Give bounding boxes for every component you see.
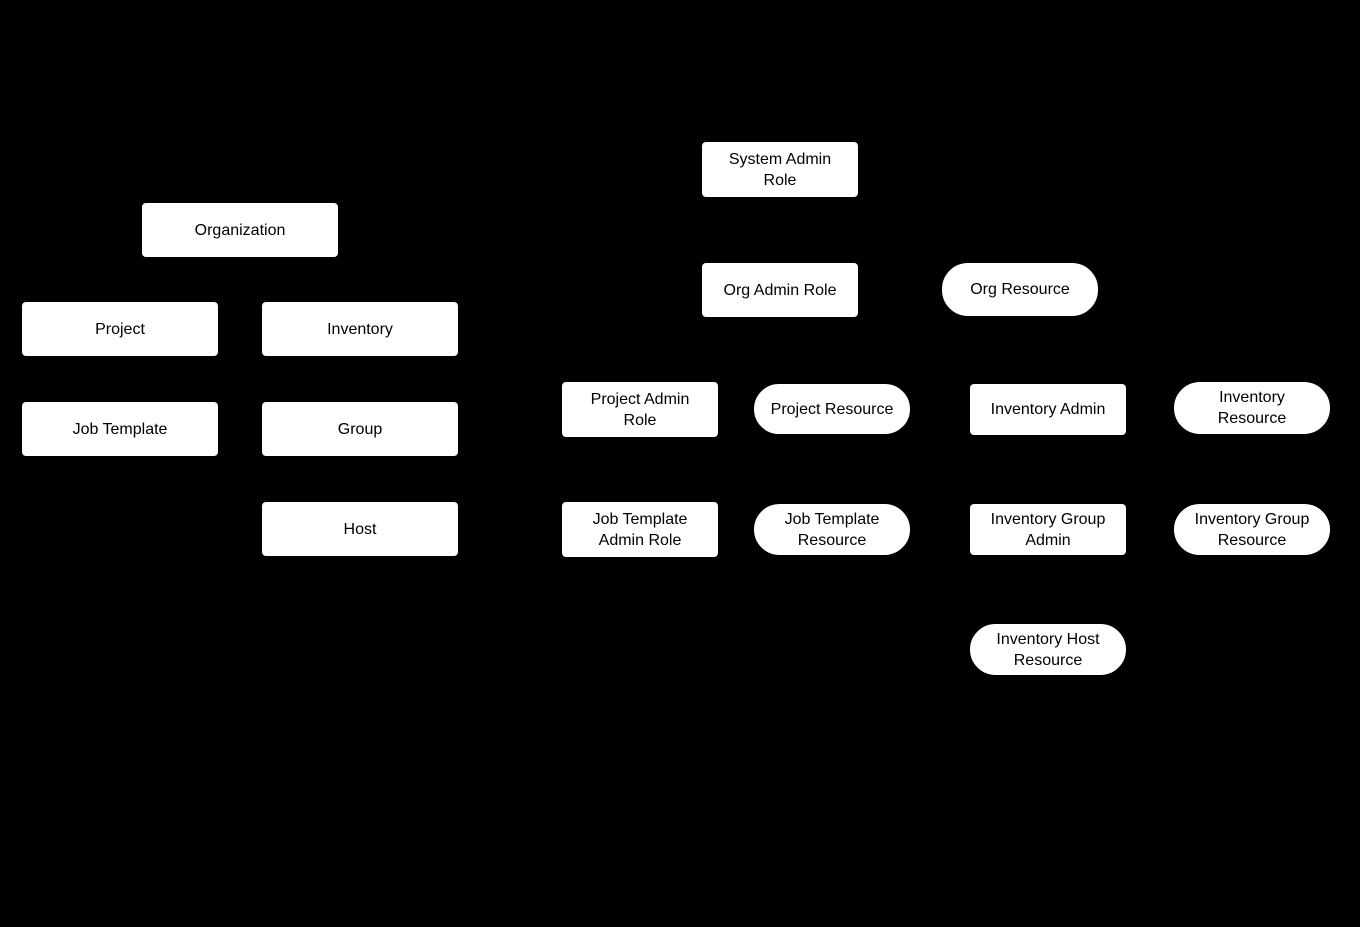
node-group-label: Group [337,420,383,438]
node-inventory-host-resource-label: Inventory Host Resource [996,630,1100,669]
node-org-admin-role-label: Org Admin Role [723,281,837,299]
node-inventory-admin-label: Inventory Admin [990,401,1106,418]
node-organization-label: Organization [194,221,286,239]
node-org-resource-label: Org Resource [970,281,1070,298]
node-project-resource-label: Project Resource [770,400,894,418]
node-org-resource: Org Resource [941,262,1099,317]
node-inventory-host-resource: Inventory Host Resource [969,623,1127,676]
node-job-template-admin-role: Job Template Admin Role [561,501,719,558]
node-job-template-label: Job Template [72,420,168,438]
node-inventory-group-resource: Inventory Group Resource [1173,503,1331,556]
node-project-label: Project [95,320,145,338]
node-job-template-admin-role-label: Job Template Admin Role [592,510,688,549]
node-inventory-group-admin: Inventory Group Admin [969,503,1127,556]
node-project-resource: Project Resource [753,383,911,435]
node-project: Project [21,301,219,357]
node-project-admin-role: Project Admin Role [561,381,719,438]
node-project-admin-role-label: Project Admin Role [590,390,690,429]
node-job-template-resource-label: Job Template Resource [784,510,880,549]
node-org-admin-role: Org Admin Role [701,262,859,318]
node-inventory-resource-label: Inventory Resource [1217,389,1287,427]
node-organization: Organization [141,202,339,258]
node-system-admin-role-label: System Admin Role [728,150,832,189]
node-host: Host [261,501,459,557]
node-inventory-admin: Inventory Admin [969,383,1127,436]
node-host-label: Host [343,520,377,538]
node-job-template-resource: Job Template Resource [753,503,911,556]
node-system-admin-role: System Admin Role [701,141,859,198]
node-group: Group [261,401,459,457]
node-inventory-group-resource-label: Inventory Group Resource [1194,510,1310,549]
node-inventory-resource: Inventory Resource [1173,381,1331,435]
node-inventory-label: Inventory [327,320,393,338]
node-job-template: Job Template [21,401,219,457]
node-inventory: Inventory [261,301,459,357]
node-inventory-group-admin-label: Inventory Group Admin [990,510,1106,549]
